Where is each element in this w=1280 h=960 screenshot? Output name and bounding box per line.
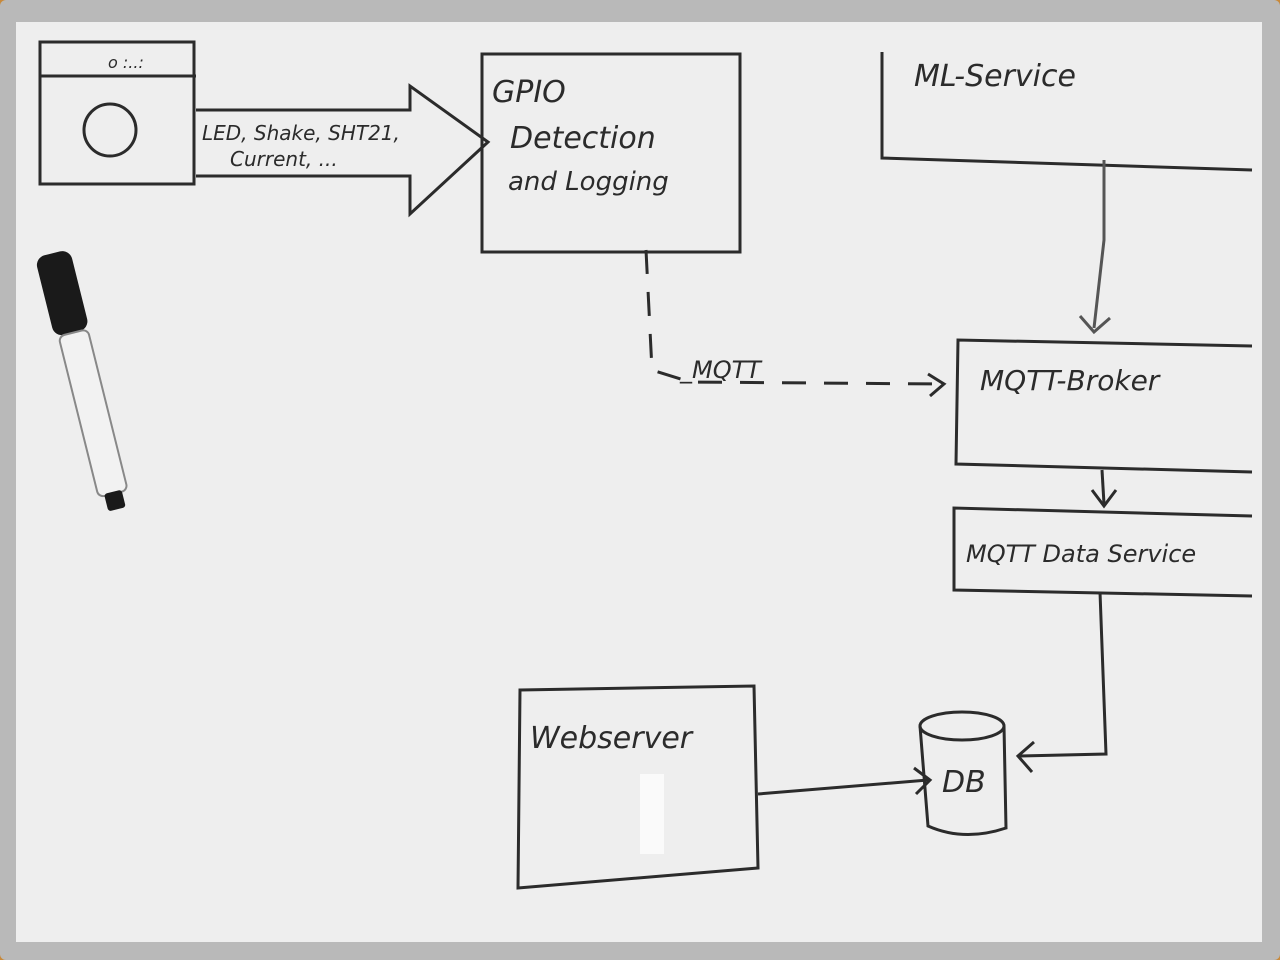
sensor-arrow-label-1: LED, Shake, SHT21, [202, 121, 400, 145]
mqtt-data-service-label: MQTT Data Service [966, 540, 1196, 568]
mqtt-link-arrowhead [927, 372, 947, 398]
broker-to-data-service-arrowhead [1090, 489, 1118, 509]
db-body [918, 725, 1008, 836]
marker-end [104, 490, 126, 511]
board-glare [16, 22, 1262, 942]
mqtt-data-service-node [952, 506, 1253, 598]
device-door-icon [82, 102, 138, 158]
mqtt-link [644, 249, 941, 386]
marker-pen [36, 251, 128, 511]
webserver-to-db-arrow [757, 778, 929, 796]
ml-to-broker-arrow [1092, 160, 1106, 329]
ml-service-label: ML-Service [914, 59, 1076, 94]
webserver-label: Webserver [530, 721, 694, 756]
mqtt-broker-label: MQTT-Broker [980, 364, 1161, 397]
webserver-glare [640, 774, 664, 854]
sensor-arrow [196, 83, 491, 218]
marker-cap [36, 251, 88, 336]
broker-to-data-service-arrow [1100, 469, 1106, 505]
webserver-node [516, 684, 760, 890]
device-node [38, 40, 196, 186]
gpio-node [480, 52, 742, 254]
mqtt-broker-node [954, 338, 1253, 474]
mqtt-link-label: _MQTT [679, 356, 763, 384]
db-label: DB [942, 765, 986, 800]
gpio-label-3: and Logging [508, 167, 669, 197]
device-outline [38, 40, 196, 186]
gpio-label-2: Detection [510, 121, 656, 156]
sensor-arrow-label-2: Current, ... [230, 147, 338, 171]
gpio-label-1: GPIO [492, 75, 566, 110]
data-service-to-db-arrow [1019, 591, 1108, 758]
webserver-to-db-arrowhead [913, 766, 933, 796]
ml-service-node [880, 52, 1253, 172]
data-service-to-db-arrowhead [1015, 740, 1035, 773]
ml-to-broker-arrowhead [1078, 315, 1111, 335]
db-node [918, 710, 1008, 836]
device-controls: o :..: [108, 53, 144, 72]
